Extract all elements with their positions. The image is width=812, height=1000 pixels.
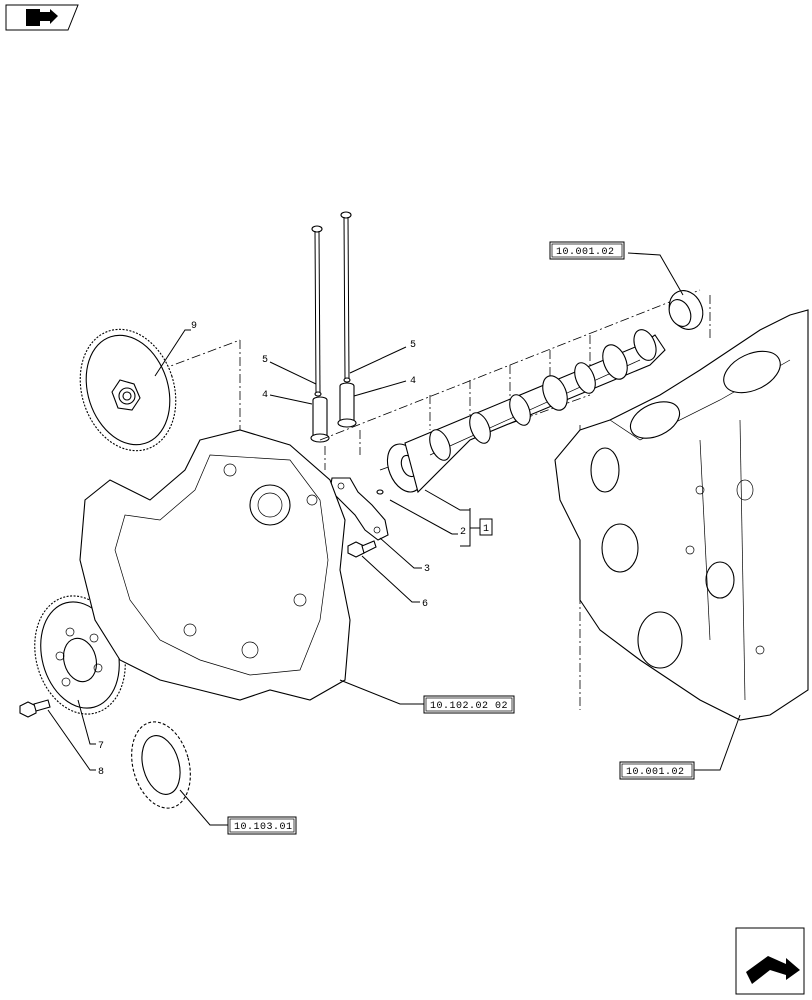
tappet-right <box>337 382 357 428</box>
bolt-8 <box>19 699 51 718</box>
next-page-arrow-icon[interactable] <box>735 927 805 995</box>
callout-1: 1 <box>483 524 489 535</box>
book-arrow-icon[interactable] <box>5 4 79 31</box>
ref-box-front-cover[interactable]: 10.102.02 02 <box>423 695 515 714</box>
crank-sprocket <box>131 721 191 809</box>
ref-box-crank-gear[interactable]: 10.103.01 <box>227 816 297 835</box>
ref-front-cover-label: 10.102.02 02 <box>430 701 508 712</box>
callout-2: 2 <box>460 527 466 538</box>
ref-block-top-label: 10.001.02 <box>556 247 615 258</box>
push-rod-right <box>340 211 352 383</box>
callout-6: 6 <box>422 599 428 610</box>
ref-block-bottom-label: 10.001.02 <box>626 767 685 778</box>
ref-box-block-bottom[interactable]: 10.001.02 <box>619 761 695 780</box>
leader-lines <box>47 252 741 826</box>
thrust-plate <box>329 477 389 541</box>
engine-block <box>554 309 809 721</box>
callout-8: 8 <box>98 767 104 778</box>
tappet-left <box>310 396 330 443</box>
callout-1-box: 1 <box>479 518 493 536</box>
camshaft <box>376 329 666 495</box>
front-cover-housing <box>79 429 351 701</box>
callout-4-left: 4 <box>262 390 268 401</box>
callout-9: 9 <box>191 321 197 332</box>
callout-7: 7 <box>98 741 104 752</box>
camshaft-bushing <box>668 290 704 330</box>
callout-4-right: 4 <box>410 376 416 387</box>
ref-crank-gear-label: 10.103.01 <box>234 822 293 833</box>
push-rod-left <box>311 225 323 397</box>
callout-3: 3 <box>424 564 430 575</box>
callout-5-left: 5 <box>262 355 268 366</box>
callout-5-right: 5 <box>410 340 416 351</box>
cam-gear <box>79 328 177 452</box>
bolt-6 <box>347 540 377 558</box>
ref-box-block-top[interactable]: 10.001.02 <box>549 241 625 260</box>
